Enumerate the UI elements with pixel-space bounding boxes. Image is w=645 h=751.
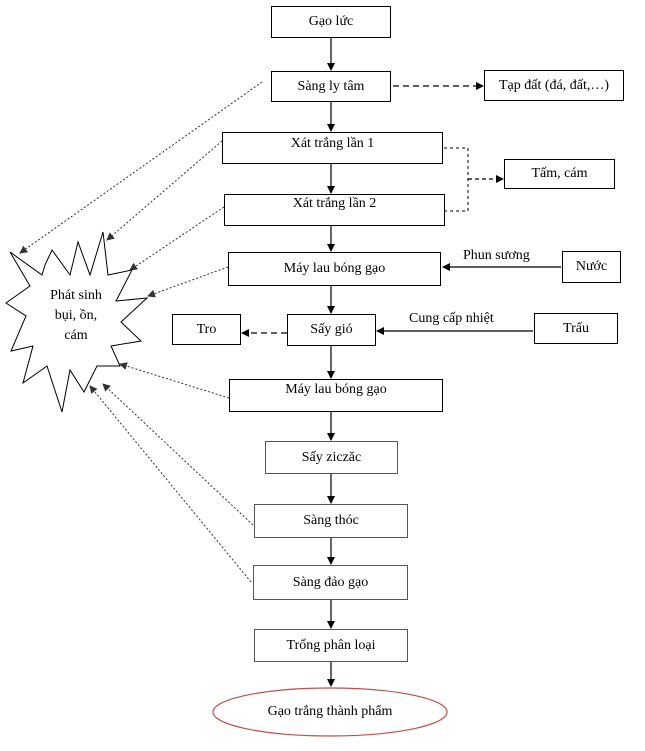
- node-trau: Trấu: [534, 313, 618, 344]
- emission-star-text: Phát sinh bụi, ồn, cám: [36, 286, 116, 346]
- output-dashed-arrows: [241, 82, 484, 337]
- node-may-lau-bong-2: Máy lau bóng gạo: [229, 379, 443, 412]
- node-xat-trang-2: Xát trắng lần 2: [224, 194, 445, 226]
- label-cung-cap-nhiet: Cung cấp nhiệt: [409, 311, 494, 326]
- final-product-oval-shape: [212, 687, 448, 737]
- node-say-ziczac: Sấy ziczăc: [265, 441, 398, 474]
- node-tap-dat: Tạp đất (đá, đất,…): [484, 70, 624, 101]
- node-nuoc: Nước: [562, 251, 621, 283]
- node-gao-trang-thanh-pham: Gạo trắng thành phẩm: [267, 704, 393, 719]
- node-tam-cam: Tấm, cám: [504, 159, 615, 189]
- star-line-3: cám: [64, 328, 88, 343]
- node-sang-thoc: Sàng thóc: [254, 504, 408, 538]
- node-say-gio: Sấy gió: [287, 314, 376, 346]
- tam-cam-bracket: [444, 147, 469, 212]
- node-sang-dao-gao: Sàng đảo gạo: [253, 565, 408, 600]
- node-tro: Tro: [172, 314, 241, 345]
- node-may-lau-bong-1: Máy lau bóng gạo: [228, 252, 441, 286]
- node-trong-phan-loai: Trống phân loại: [254, 629, 408, 662]
- node-sang-ly-tam: Sàng ly tâm: [271, 71, 391, 102]
- star-line-1: Phát sinh: [50, 288, 102, 303]
- label-phun-suong: Phun sương: [463, 248, 530, 263]
- node-gao-luc: Gạo lức: [271, 6, 391, 38]
- input-arrows: [376, 263, 561, 335]
- emission-arrows: [19, 81, 263, 583]
- star-line-2: bụi, ồn,: [54, 308, 98, 323]
- emission-star-shape: [5, 231, 149, 413]
- node-xat-trang-1: Xát trắng lần 1: [222, 132, 443, 164]
